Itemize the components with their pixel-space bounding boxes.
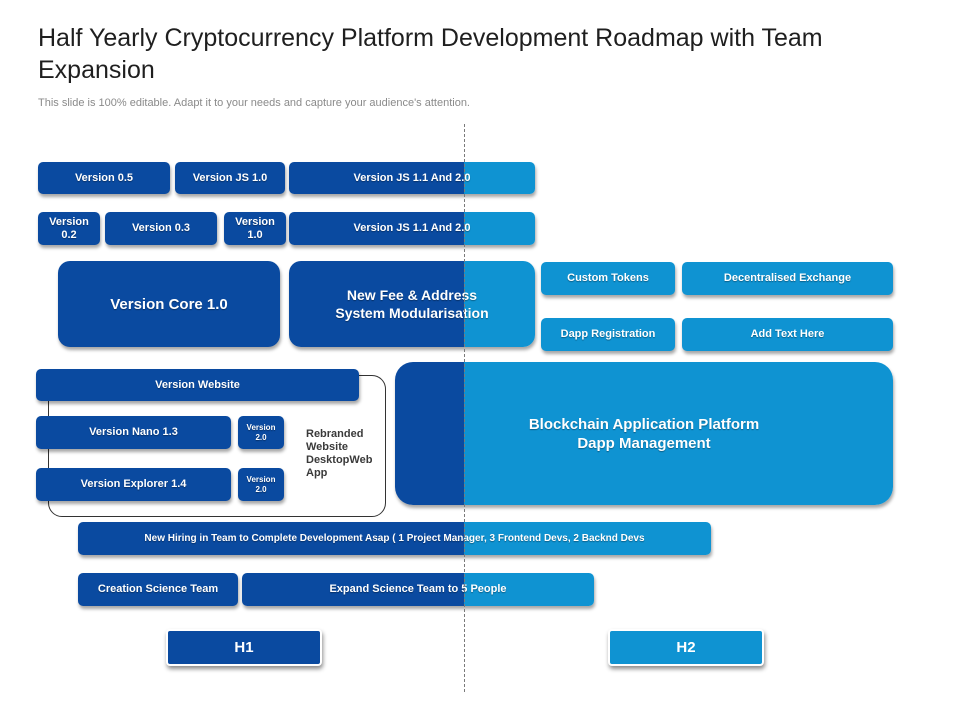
rebrand-line-4: App: [306, 467, 328, 479]
blockchain-line-1: Blockchain Application Platform: [528, 415, 760, 433]
expand-science-team-box: Expand Science Team to 5 People: [242, 573, 594, 606]
dapp-registration-box: Dapp Registration: [541, 318, 675, 351]
rebrand-line-1: Rebranded: [306, 428, 364, 440]
version-2-0-box-upper: Version 2.0: [238, 416, 284, 449]
version-js-1-0-box: Version JS 1.0: [175, 162, 285, 194]
page-title: Half Yearly Cryptocurrency Platform Deve…: [38, 24, 823, 84]
version-0-2-box: Version 0.2: [38, 212, 100, 245]
half-divider-line: [464, 124, 465, 692]
page-subtitle: This slide is 100% editable. Adapt it to…: [38, 97, 470, 109]
version-website-box: Version Website: [36, 369, 359, 401]
version-0-5-box: Version 0.5: [38, 162, 170, 194]
version-js-1-1-2-0-box-bottom: Version JS 1.1 And 2.0: [289, 212, 535, 245]
blockchain-line-2: Dapp Management: [577, 434, 711, 452]
version-explorer-box: Version Explorer 1.4: [36, 468, 231, 501]
version-0-3-box: Version 0.3: [105, 212, 217, 245]
creation-science-team-box: Creation Science Team: [78, 573, 238, 606]
blockchain-platform-box: Blockchain Application Platform Dapp Man…: [395, 362, 893, 505]
decentralised-exchange-box: Decentralised Exchange: [682, 262, 893, 295]
h1-phase-label: H1: [166, 629, 322, 666]
version-2-0-box-lower: Version 2.0: [238, 468, 284, 501]
version-js-1-1-2-0-box-top: Version JS 1.1 And 2.0: [289, 162, 535, 194]
custom-tokens-box: Custom Tokens: [541, 262, 675, 295]
rebrand-line-3: DesktopWeb: [306, 454, 373, 466]
version-nano-box: Version Nano 1.3: [36, 416, 231, 449]
rebranded-website-label: Rebranded Website DesktopWeb App: [306, 428, 386, 480]
rebrand-line-2: Website: [306, 441, 348, 453]
add-text-here-box: Add Text Here: [682, 318, 893, 351]
fee-line-1: New Fee & Address: [346, 287, 478, 303]
fee-line-2: System Modularisation: [335, 305, 489, 321]
version-core-box: Version Core 1.0: [58, 261, 280, 347]
fee-address-box: New Fee & Address System Modularisation: [289, 261, 535, 347]
h2-phase-label: H2: [608, 629, 764, 666]
version-1-0-box: Version 1.0: [224, 212, 286, 245]
new-hiring-box: New Hiring in Team to Complete Developme…: [78, 522, 711, 555]
